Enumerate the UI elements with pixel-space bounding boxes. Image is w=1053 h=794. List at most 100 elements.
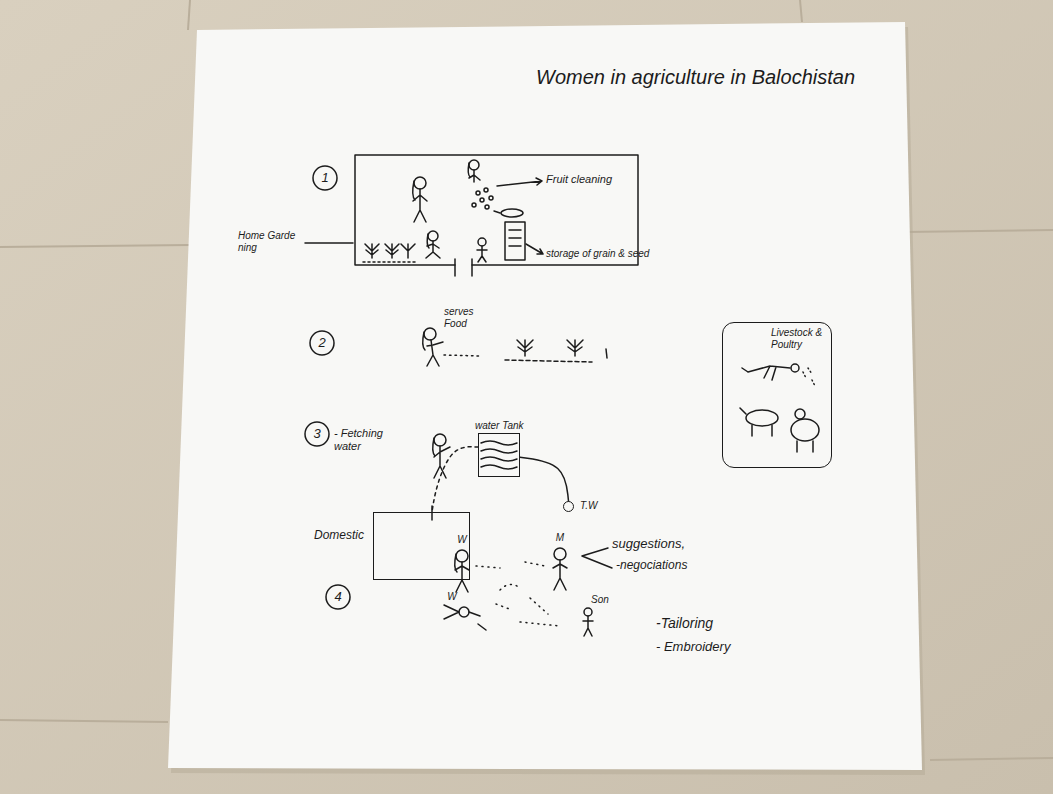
woman-figure: [444, 605, 486, 630]
connector-line: [432, 447, 478, 512]
person-letter: M: [556, 532, 564, 544]
label-slot: Fruit cleaning: [546, 173, 612, 186]
label-slot: - Fetching water: [334, 427, 398, 452]
label-slot: serves Food: [444, 306, 488, 329]
note-text: -Tailoring: [656, 615, 713, 631]
grout-line: [905, 230, 1053, 232]
grout-line: [0, 720, 168, 722]
woman-figure: [455, 554, 469, 592]
note-text: - Embroidery: [656, 640, 730, 655]
callout-number: 1: [321, 171, 328, 186]
label-slot: Son: [591, 594, 609, 606]
callout-circle: [326, 585, 350, 609]
ink-drawing: [305, 155, 819, 636]
label-slot: W: [457, 534, 466, 546]
dot-trail: [496, 604, 512, 610]
node-label: T.W: [580, 500, 597, 512]
note-text: - Fetching water: [334, 427, 398, 452]
grout-line: [930, 758, 1053, 760]
livestock-pen: Livestock & Poultry: [722, 322, 832, 468]
person-letter: W: [447, 591, 456, 603]
label-slot: 3: [313, 427, 320, 442]
animal-symbol: [795, 409, 805, 419]
grout-line: [0, 245, 190, 247]
fruit-dot: [485, 205, 489, 209]
title-slot: Women in agriculture in Balochistan: [536, 66, 855, 89]
label-slot: 2: [318, 336, 325, 351]
dot-trail: [525, 562, 545, 566]
bird-symbol: [791, 364, 799, 372]
note-text: Fruit cleaning: [546, 173, 612, 186]
leader-arrow: [526, 244, 543, 254]
fruit-pile: [472, 188, 493, 209]
plant-symbol: [365, 244, 379, 258]
person-letter: Son: [591, 594, 609, 606]
bracket-lines: [582, 548, 612, 568]
soil-line: [505, 360, 592, 362]
leader-arrow: [497, 178, 542, 186]
note-text: -negociations: [616, 559, 687, 573]
note-text: storage of grain & seed: [546, 248, 649, 260]
woman-head: [434, 434, 446, 446]
note-text: suggestions,: [612, 537, 685, 552]
callout-number: 2: [318, 336, 325, 351]
plant-symbol: [385, 244, 399, 258]
plant-symbol: [567, 340, 583, 356]
woman-head: [414, 177, 426, 189]
callout-number: 3: [313, 427, 320, 442]
label-slot: Home Garde ning: [238, 230, 300, 253]
compound-gate: [455, 259, 472, 276]
water-waves: [481, 441, 517, 469]
soil-line: [363, 261, 415, 263]
woman-head: [459, 607, 469, 617]
animal-symbol: [791, 419, 819, 441]
grout-line: [188, 0, 190, 30]
woman-head: [428, 231, 438, 241]
woman-figure: [477, 246, 487, 262]
woman-head: [424, 328, 436, 340]
storage-bin: [505, 222, 525, 260]
fruit-dot: [489, 196, 493, 200]
woman-head: [469, 160, 479, 170]
label-slot: 1: [321, 171, 328, 186]
woman-figure: [468, 163, 480, 182]
label-slot: suggestions,: [612, 537, 685, 552]
node-label: Livestock & Poultry: [771, 327, 827, 350]
dot-trail: [520, 622, 560, 626]
node-label: Domestic: [314, 529, 364, 543]
man-head: [554, 548, 566, 560]
note-text: serves Food: [444, 306, 488, 329]
woman-figure: [423, 332, 443, 366]
label-slot: W: [447, 591, 456, 603]
label-slot: storage of grain & seed: [546, 248, 649, 260]
animal-symbol: [797, 441, 813, 452]
conversation-dots: [476, 562, 560, 626]
fruit-dot: [484, 188, 488, 192]
domestic-house: Domestic: [373, 512, 470, 580]
sketch-title: Women in agriculture in Balochistan: [536, 66, 855, 89]
feed-dots: [803, 368, 815, 386]
water-tank: water Tank: [478, 433, 520, 477]
basket-symbol: [501, 209, 523, 217]
dot-trail: [500, 584, 520, 590]
man-figure: [553, 560, 567, 590]
label-slot: - Embroidery: [656, 640, 730, 655]
fruit-dot: [472, 203, 476, 207]
woman-figure: [426, 234, 440, 258]
label-slot: -negociations: [616, 559, 687, 573]
son-head: [584, 608, 592, 616]
paper-sheet: [168, 22, 922, 770]
callout-circle: [313, 166, 337, 190]
animal-symbol: [746, 410, 778, 426]
woman-head: [456, 550, 468, 562]
tick-mark: [606, 349, 607, 358]
person-letter: W: [457, 534, 466, 546]
label-slot: M: [556, 532, 564, 544]
food-trail: [444, 355, 480, 356]
plant-symbol: [401, 244, 415, 258]
woman-figure: [433, 438, 450, 478]
bird-symbol: [742, 366, 790, 380]
callout-circle: [310, 331, 334, 355]
